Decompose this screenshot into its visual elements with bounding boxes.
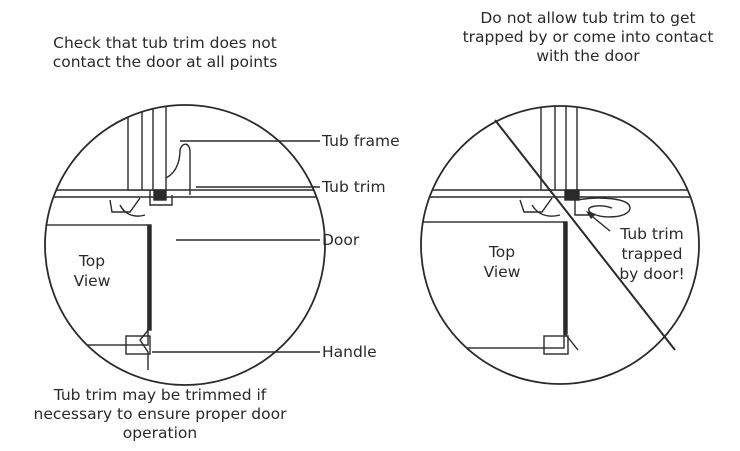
right-view-label-line1: Top [488,243,515,261]
door-edge [565,222,579,351]
caption-line: contact the door at all points [52,53,278,71]
door-gasket [147,224,152,331]
tub-frame-shape [127,105,167,191]
caption-line: with the door [536,47,640,65]
right-caption-top: Do not allow tub trim to get trapped by … [428,9,740,66]
prohibition-slash [494,119,676,351]
callout-tub-trim: Tub trim [321,178,386,196]
left-view-label-line1: Top [78,252,105,270]
hinge-curve [531,204,561,217]
trapped-trim-loop [576,197,631,218]
handle-grip [543,335,569,355]
tub-trim-hatch [153,189,167,201]
tub-frame-clip [145,93,153,101]
right-view-label-line2: View [484,263,521,281]
tub-frame-shape [540,106,578,191]
tub-trim-base [574,200,590,216]
caption-line: trapped by or come into contact [462,28,714,46]
caption-line: operation [122,424,198,442]
hinge-shape [109,197,141,213]
right-detail-circle [420,105,700,385]
caption-line: Do not allow tub trim to get [480,9,696,27]
left-caption-bottom: Tub trim may be trimmed if necessary to … [10,386,310,443]
tub-trim-base [149,190,173,206]
tub-trim-shape [165,143,191,195]
hinge-shape [519,197,553,213]
callout-handle: Handle [322,343,377,361]
callout-tub-frame: Tub frame [321,132,400,150]
trapped-callout-line3: by door! [619,265,684,283]
left-detail-circle [44,104,326,386]
caption-line: Tub trim may be trimmed if [53,386,267,404]
caption-line: necessary to ensure proper door [33,405,287,423]
left-caption-top: Check that tub trim does not contact the… [20,34,310,72]
left-view-label-line2: View [74,272,111,290]
arrowhead-icon [586,211,596,219]
handle-grip [125,335,151,355]
callout-door: Door [322,231,360,249]
hinge-curve [119,204,146,217]
door-slab [421,221,565,349]
door-gasket [563,221,568,335]
tub-frame-clip [560,88,568,96]
caption-line: Check that tub trim does not [53,34,277,52]
handle-shape [139,327,151,370]
trapped-callout-line1: Tub trim [619,225,684,243]
trapped-callout-line2: trapped [621,245,682,263]
right-detail: Top View Tub trim trapped by door! [420,88,700,385]
tub-trim-hatch [564,189,580,201]
left-detail: Top View Tub frame Tub trim Door Handle [44,93,400,386]
